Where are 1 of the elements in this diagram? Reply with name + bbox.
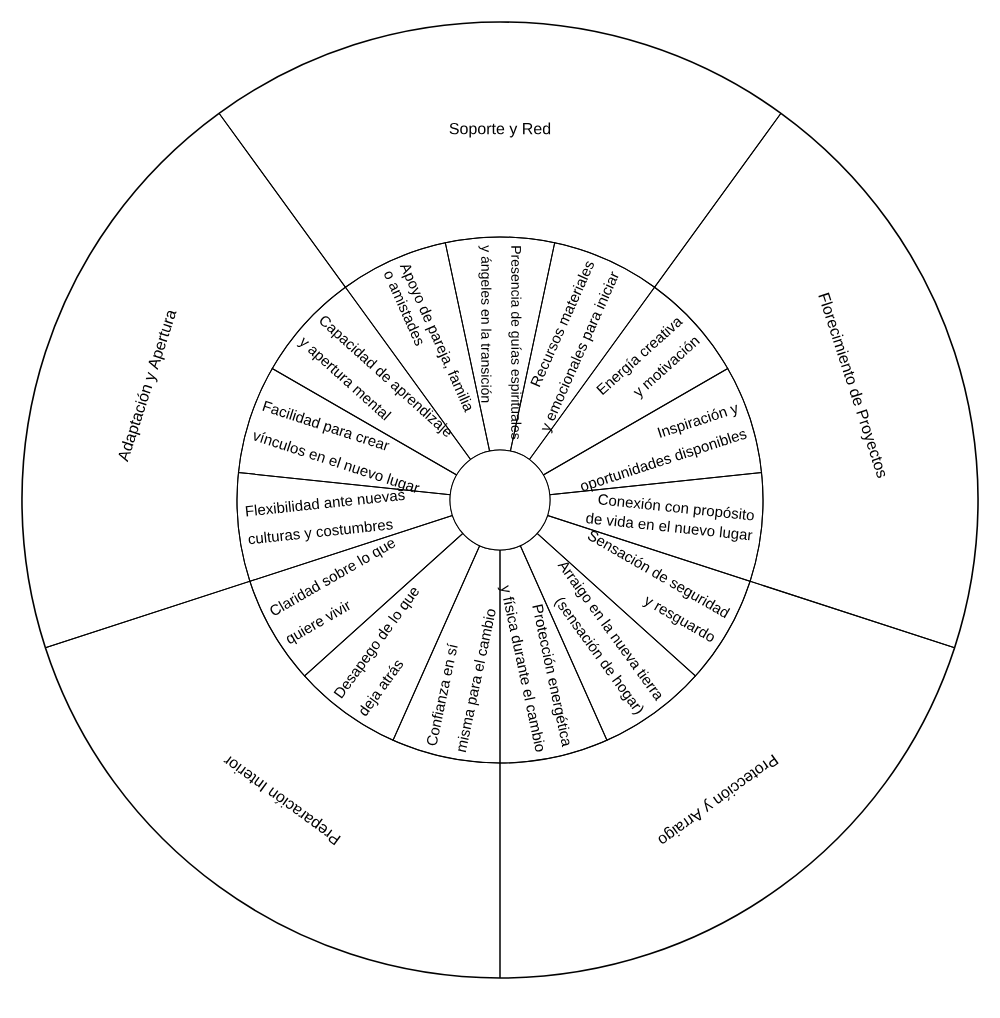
center-circle (449, 449, 551, 551)
